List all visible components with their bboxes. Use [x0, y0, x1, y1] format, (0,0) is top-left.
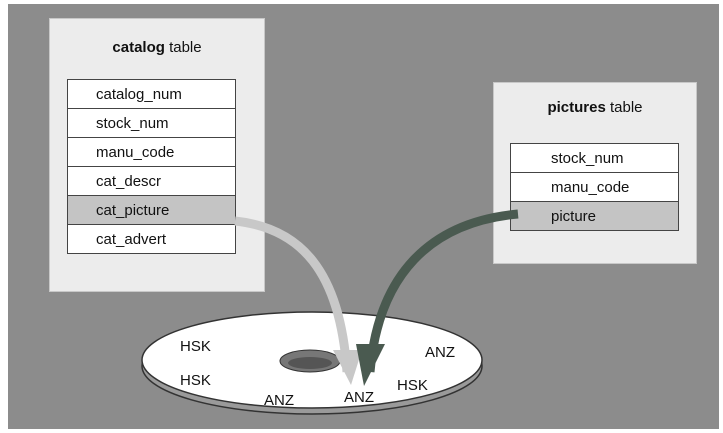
catalog-field: manu_code [68, 138, 235, 167]
pictures-table-panel: pictures table stock_num manu_code pictu… [493, 82, 697, 264]
disk-spindle-inner [288, 357, 332, 369]
catalog-field: cat_descr [68, 167, 235, 196]
catalog-field-list: catalog_num stock_num manu_code cat_desc… [67, 79, 236, 254]
disk-label: ANZ [264, 392, 294, 409]
pictures-field-list: stock_num manu_code picture [510, 143, 679, 231]
disk-label: HSK [397, 377, 428, 394]
pictures-field-highlighted: picture [511, 202, 678, 231]
catalog-field: stock_num [68, 109, 235, 138]
catalog-table-title: catalog table [50, 39, 264, 56]
arrow-light-head [333, 350, 362, 385]
disk-label: ANZ [425, 344, 455, 361]
arrow-dark-head [356, 344, 385, 386]
catalog-field: catalog_num [68, 80, 235, 109]
catalog-field-highlighted: cat_picture [68, 196, 235, 225]
disk-label: HSK [180, 338, 211, 355]
catalog-table-name: catalog [112, 39, 165, 56]
catalog-table-suffix: table [169, 39, 202, 56]
pictures-field: stock_num [511, 144, 678, 173]
pictures-table-suffix: table [610, 99, 643, 116]
disk-label: HSK [180, 372, 211, 389]
catalog-table-panel: catalog table catalog_num stock_num manu… [49, 18, 265, 292]
disk-label: ANZ [344, 389, 374, 406]
pictures-table-title: pictures table [494, 99, 696, 116]
arrow-dark-shaft [365, 209, 519, 373]
pictures-table-name: pictures [547, 99, 606, 116]
arrow-light-shaft [234, 216, 352, 373]
pictures-field: manu_code [511, 173, 678, 202]
catalog-field: cat_advert [68, 225, 235, 254]
